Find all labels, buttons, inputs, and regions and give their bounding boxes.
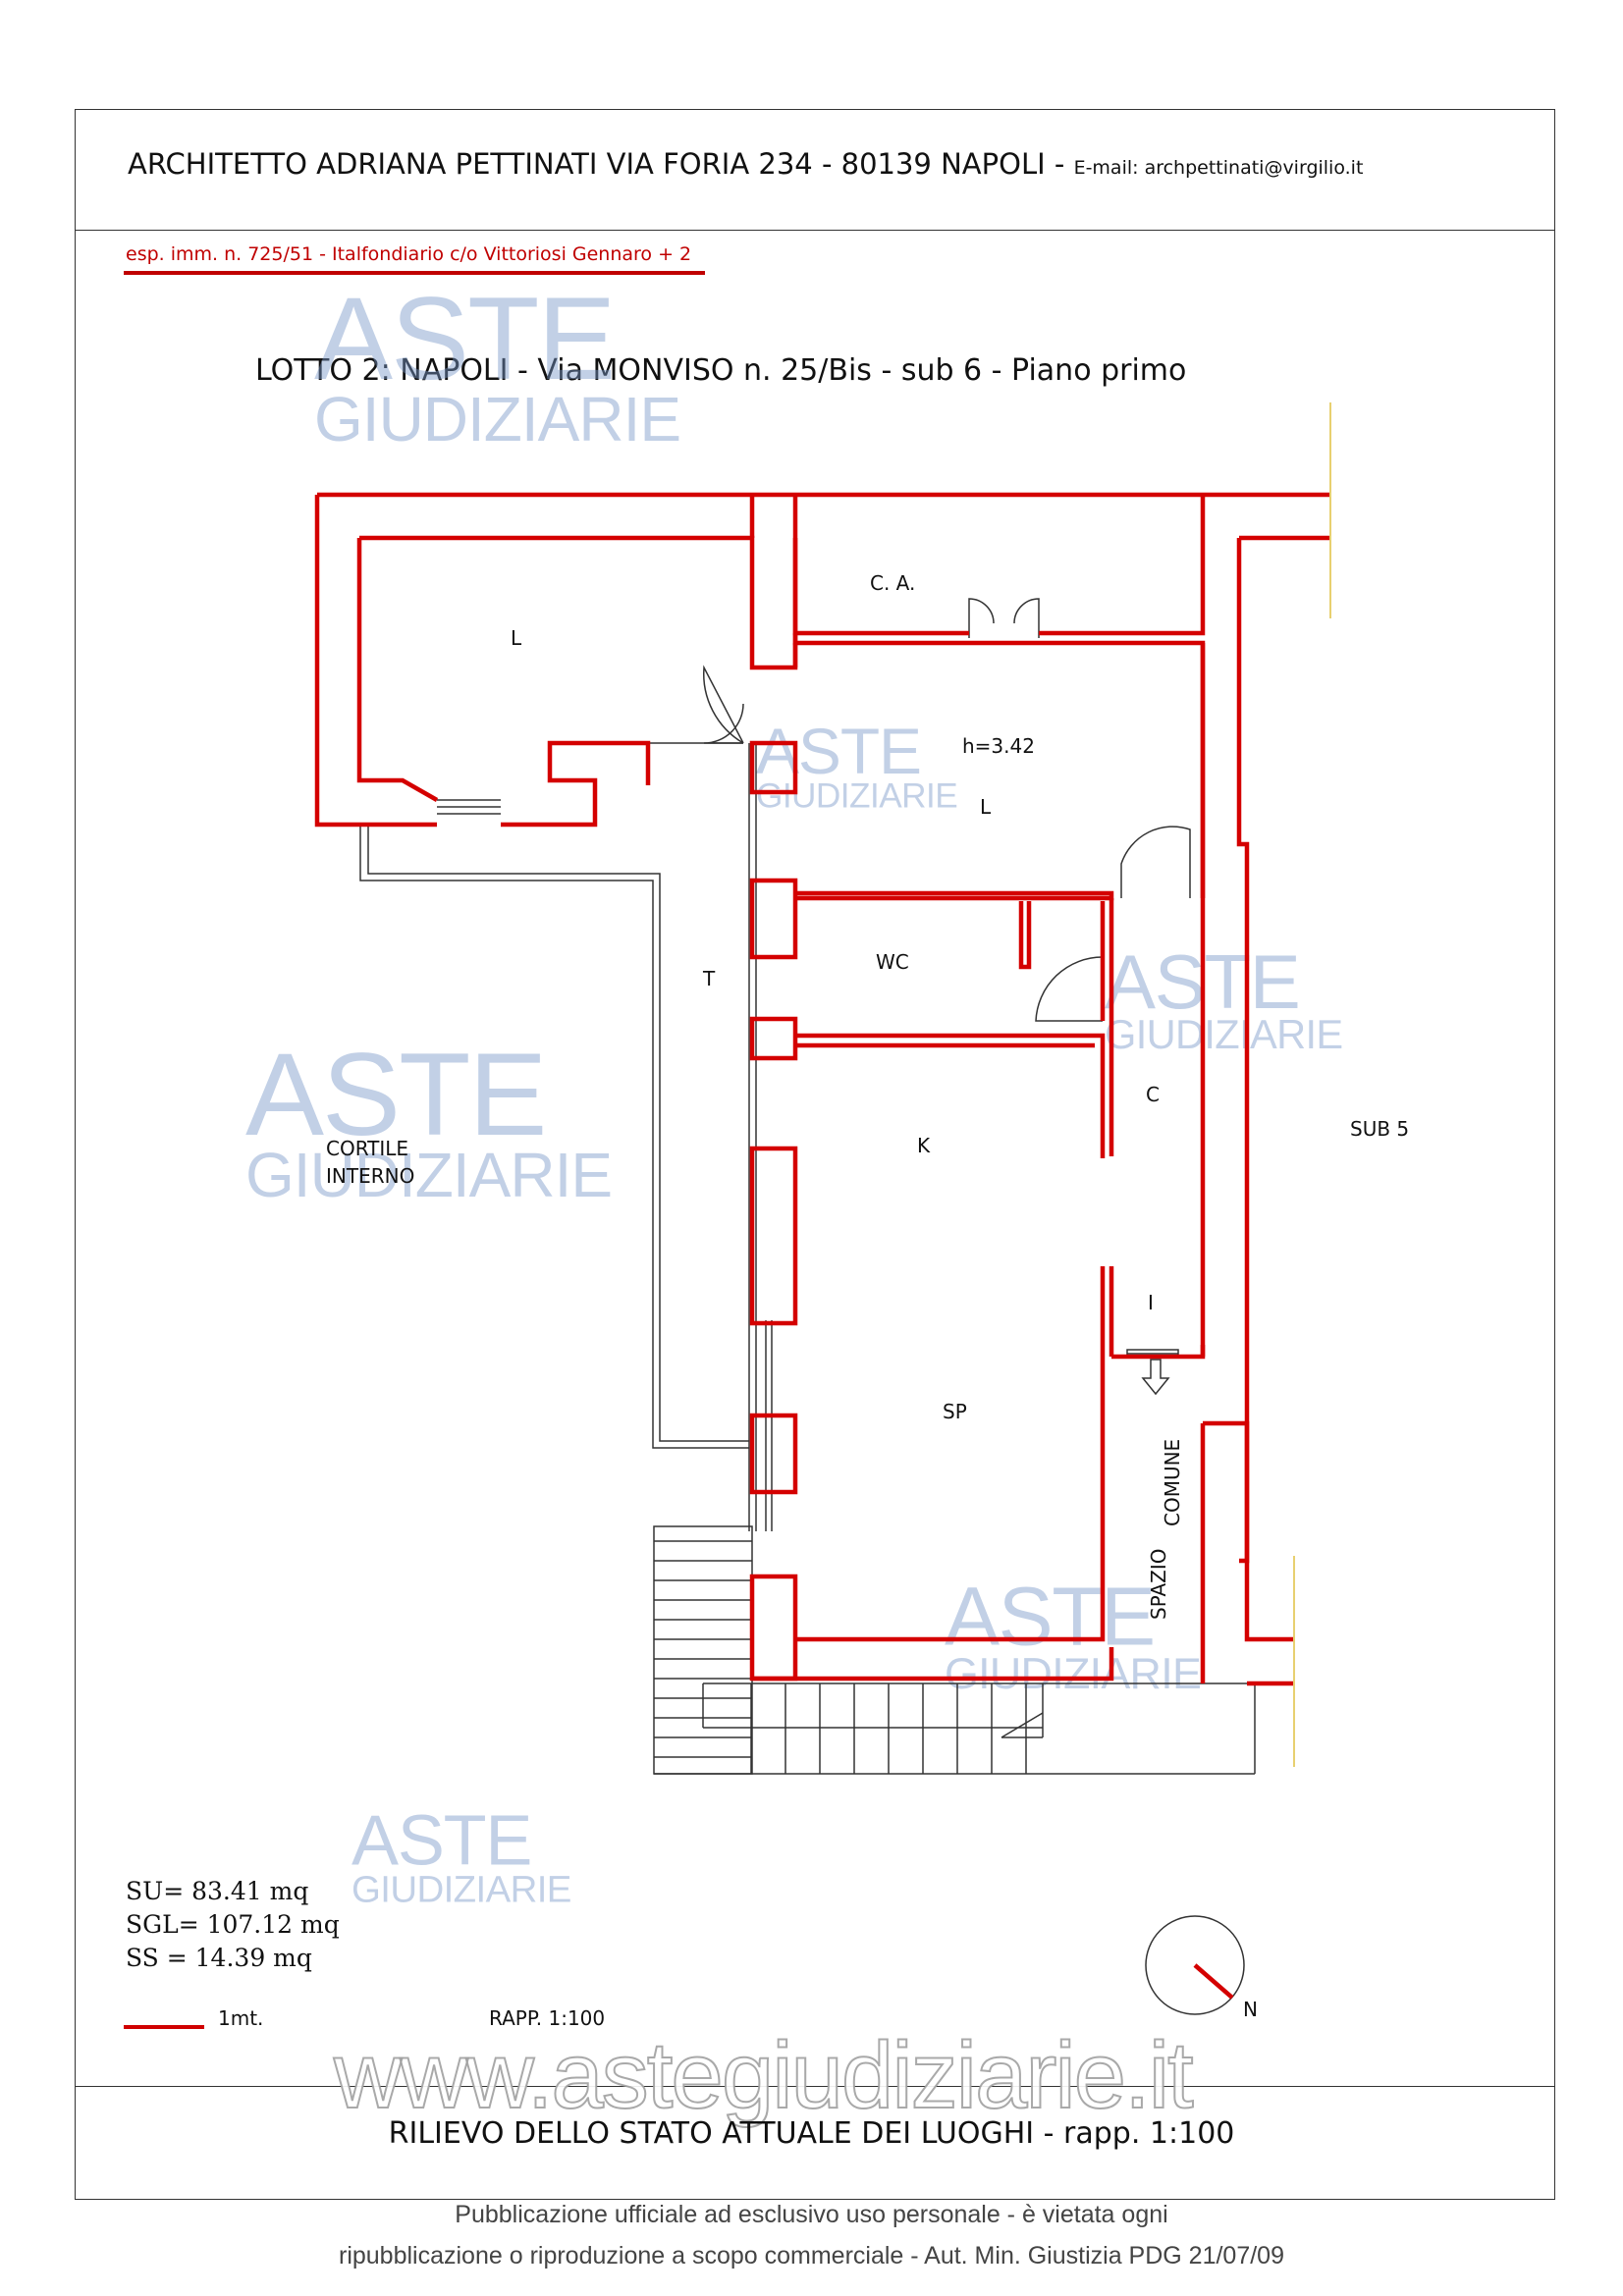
watermark-aste-2: ASTE GIUDIZIARIE bbox=[756, 715, 958, 816]
watermark-aste-6: ASTE GIUDIZIARIE bbox=[352, 1800, 571, 1910]
header-divider bbox=[75, 230, 1555, 231]
label-comune: COMUNE bbox=[1161, 1438, 1184, 1526]
room-height: h=3.42 bbox=[962, 734, 1035, 758]
reference-underline bbox=[124, 271, 705, 275]
area-su: SU= 83.41 mq bbox=[126, 1877, 309, 1905]
room-loggia-2: L bbox=[980, 795, 992, 819]
architect-name: ARCHITETTO ADRIANA PETTINATI VIA FORIA 2… bbox=[128, 147, 1065, 181]
publication-notice-2: ripubblicazione o riproduzione a scopo c… bbox=[339, 2242, 1284, 2269]
plan-walls bbox=[314, 492, 1330, 1686]
watermark-aste-text: ASTE bbox=[756, 715, 922, 788]
label-sub5: SUB 5 bbox=[1350, 1117, 1410, 1141]
watermark-giudiziarie-text: GIUDIZIARIE bbox=[245, 1140, 613, 1210]
room-wc: WC bbox=[876, 950, 909, 974]
architect-header: ARCHITETTO ADRIANA PETTINATI VIA FORIA 2… bbox=[128, 147, 1363, 181]
room-corridor: C bbox=[1146, 1083, 1160, 1106]
legend-scale-label: 1mt. bbox=[218, 2006, 264, 2030]
watermark-giudiziarie-text: GIUDIZIARIE bbox=[314, 384, 681, 454]
plan-thin-lines bbox=[359, 598, 1256, 1775]
area-ss: SS = 14.39 mq bbox=[126, 1944, 312, 1972]
label-interno: INTERNO bbox=[326, 1164, 415, 1188]
compass-icon bbox=[1145, 1915, 1245, 2015]
room-kitchen: K bbox=[917, 1134, 931, 1157]
area-sgl: SGL= 107.12 mq bbox=[126, 1910, 340, 1939]
drawing-frame bbox=[75, 109, 1555, 2200]
watermark-aste-text: ASTE bbox=[245, 1029, 547, 1160]
publication-notice-1: Pubblicazione ufficiale ad esclusivo uso… bbox=[455, 2201, 1168, 2228]
room-ingress: I bbox=[1148, 1291, 1154, 1314]
room-ca: C. A. bbox=[870, 571, 916, 595]
case-reference: esp. imm. n. 725/51 - Italfondiario c/o … bbox=[126, 243, 692, 265]
footer-title: RILIEVO DELLO STATO ATTUALE DEI LUOGHI -… bbox=[388, 2116, 1235, 2151]
email: E-mail: archpettinati@virgilio.it bbox=[1073, 157, 1364, 179]
legend-ratio: RAPP. 1:100 bbox=[489, 2006, 606, 2030]
label-cortile: CORTILE bbox=[326, 1137, 409, 1160]
watermark-aste-text: ASTE bbox=[314, 273, 616, 404]
watermark-aste-text: ASTE bbox=[945, 1571, 1156, 1663]
room-loggia-1: L bbox=[511, 626, 522, 650]
room-living: SP bbox=[943, 1400, 967, 1423]
watermark-giudiziarie-text: GIUDIZIARIE bbox=[352, 1867, 571, 1910]
watermark-site: www.astegiudiziarie.it bbox=[333, 2022, 1195, 2129]
watermark-aste-5: ASTE GIUDIZIARIE bbox=[945, 1571, 1202, 1698]
area-summary: SU= 83.41 mq SGL= 107.12 mq SS = 14.39 m… bbox=[126, 1875, 340, 1975]
room-terrace: T bbox=[703, 967, 716, 990]
watermark-giudiziarie-text: GIUDIZIARIE bbox=[1105, 1011, 1343, 1058]
label-spazio: SPAZIO bbox=[1147, 1548, 1170, 1621]
footer-divider bbox=[75, 2086, 1555, 2087]
watermark-aste-4: ASTE GIUDIZIARIE bbox=[245, 1029, 613, 1210]
watermark-aste-text: ASTE bbox=[352, 1800, 532, 1881]
watermark-aste-1: ASTE GIUDIZIARIE bbox=[314, 273, 681, 454]
compass-north-label: N bbox=[1243, 1998, 1258, 2021]
watermark-giudiziarie-text: GIUDIZIARIE bbox=[945, 1648, 1202, 1698]
legend-wall-line bbox=[124, 2025, 204, 2029]
watermark-giudiziarie-text: GIUDIZIARIE bbox=[756, 775, 958, 816]
lot-title: LOTTO 2: NAPOLI - Via MONVISO n. 25/Bis … bbox=[255, 353, 1187, 388]
